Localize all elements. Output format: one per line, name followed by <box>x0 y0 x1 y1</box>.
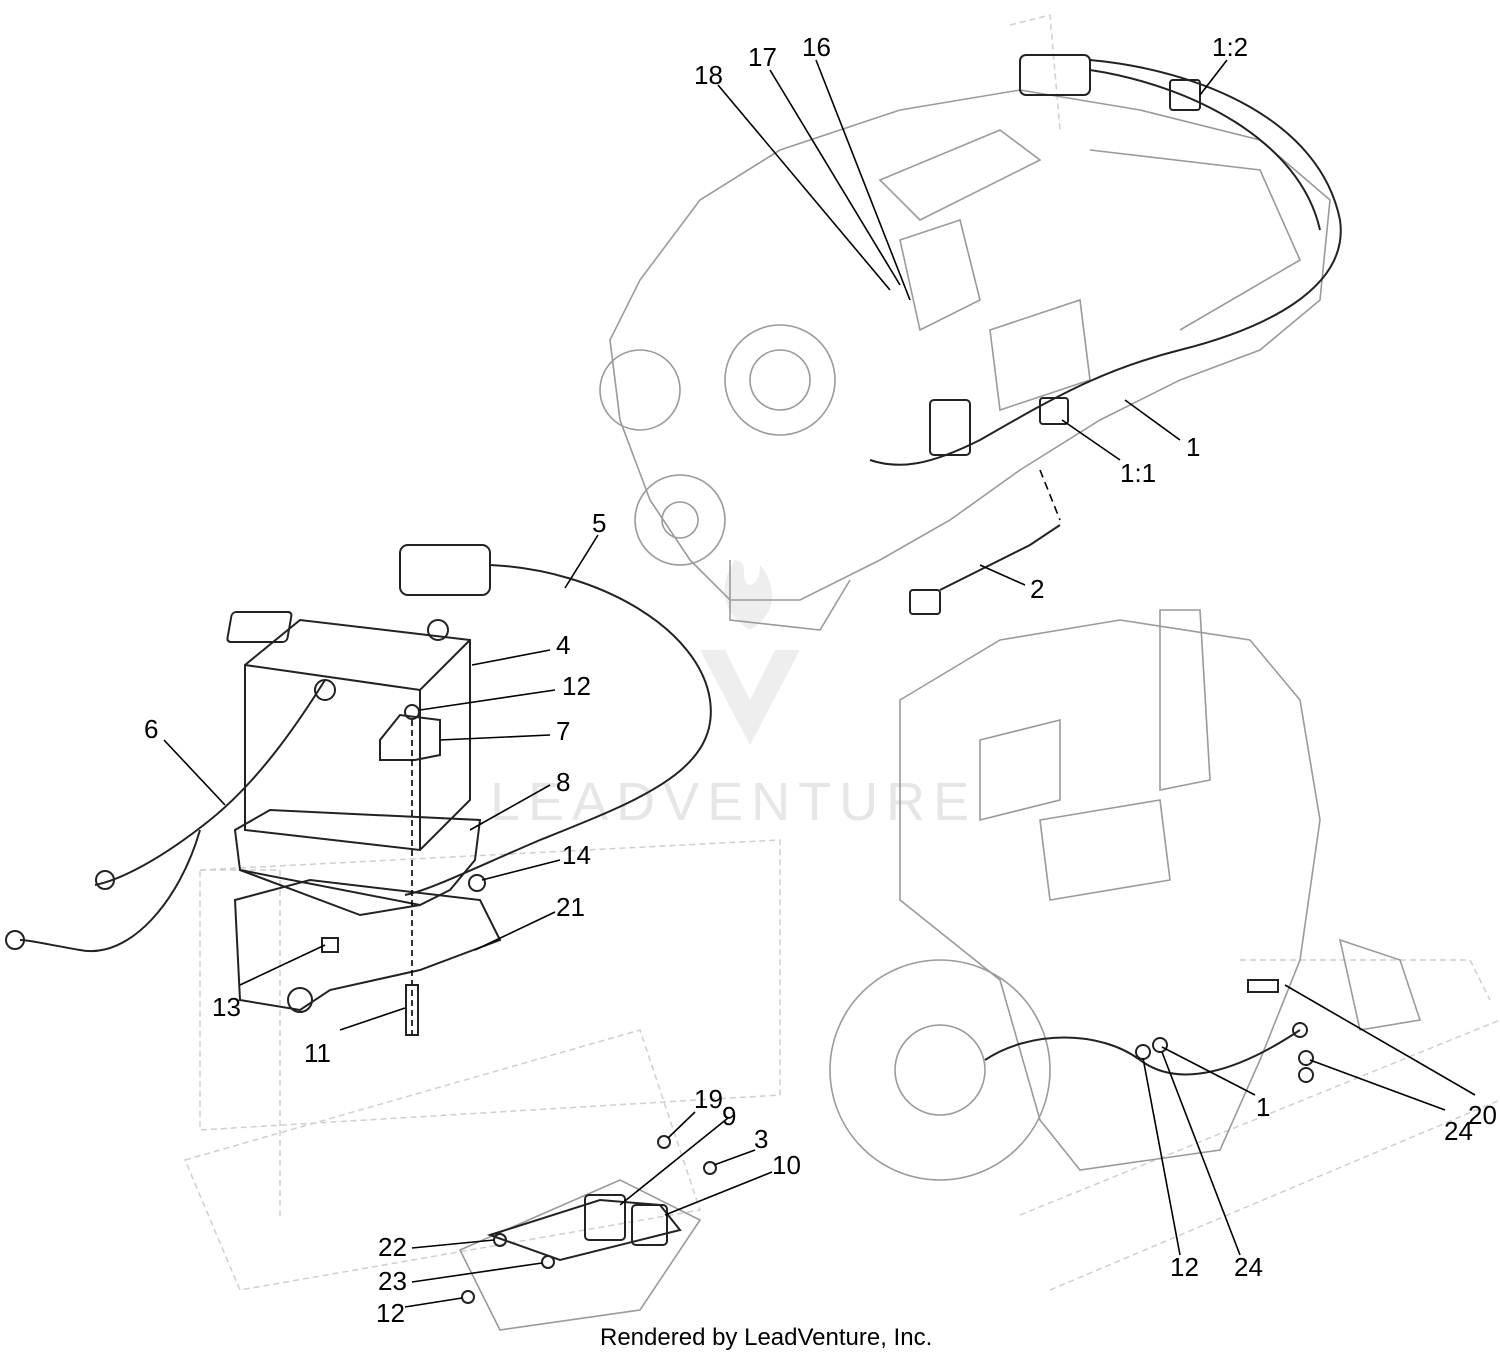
callouts: 18 17 16 1:2 1 1:1 5 2 4 12 6 7 8 14 21 … <box>144 32 1497 1328</box>
relay-9 <box>584 1194 626 1241</box>
callout-17: 17 <box>748 42 777 72</box>
callout-12-battery: 12 <box>562 671 591 701</box>
callout-1-1: 1:1 <box>1120 458 1156 488</box>
callout-6: 6 <box>144 714 158 744</box>
callout-24-lower: 24 <box>1234 1252 1263 1282</box>
mount-bolt-20 <box>1247 979 1314 1083</box>
footer-credit: Rendered by LeadVenture, Inc. <box>600 1324 932 1351</box>
callout-14: 14 <box>562 840 591 870</box>
connector-1-1 <box>1039 397 1069 425</box>
callout-23: 23 <box>378 1266 407 1296</box>
callout-22: 22 <box>378 1232 407 1262</box>
frame-panels <box>183 14 1500 1291</box>
callout-1-2: 1:2 <box>1212 32 1248 62</box>
watermark-text: LEADVENTURE <box>490 772 977 832</box>
callout-10: 10 <box>772 1150 801 1180</box>
connector-1-2 <box>1169 79 1201 111</box>
callout-8: 8 <box>556 767 570 797</box>
connector-block <box>929 399 971 456</box>
callout-12-lower: 12 <box>1170 1252 1199 1282</box>
callout-11: 11 <box>304 1038 331 1068</box>
harness-connector-upper <box>1019 54 1091 96</box>
callout-16: 16 <box>802 32 831 62</box>
leader-lines <box>163 59 1476 1308</box>
callout-7: 7 <box>556 716 570 746</box>
relay-bracket <box>458 1135 717 1331</box>
cable-positive-5 <box>399 544 712 896</box>
battery-tray <box>233 808 482 917</box>
callout-12-bracket: 12 <box>376 1298 405 1328</box>
battery-bracket <box>233 878 502 1013</box>
callout-3: 3 <box>754 1124 768 1154</box>
callout-4: 4 <box>556 630 570 660</box>
hardware-small <box>321 874 486 953</box>
wire-harness <box>869 54 1342 466</box>
callout-24-right: 24 <box>1444 1116 1473 1146</box>
watermark-logo <box>700 560 800 745</box>
ground-cable-1 <box>984 1022 1308 1076</box>
callout-21: 21 <box>556 892 585 922</box>
callout-9: 9 <box>722 1101 736 1131</box>
callout-1-upper: 1 <box>1186 432 1200 462</box>
callout-1-lower: 1 <box>1256 1092 1270 1122</box>
lower-engine <box>829 609 1422 1181</box>
sensor-part-2 <box>909 469 1061 615</box>
upper-engine <box>599 89 1331 631</box>
callout-13: 13 <box>212 992 241 1022</box>
hold-down-clamp <box>379 704 441 1040</box>
callout-19: 19 <box>694 1084 723 1114</box>
relay-10 <box>631 1204 668 1246</box>
cable-negative-6 <box>5 679 326 953</box>
callout-5: 5 <box>592 508 606 538</box>
callout-2: 2 <box>1030 574 1044 604</box>
callout-18: 18 <box>694 60 723 90</box>
callout-20: 20 <box>1468 1100 1497 1130</box>
